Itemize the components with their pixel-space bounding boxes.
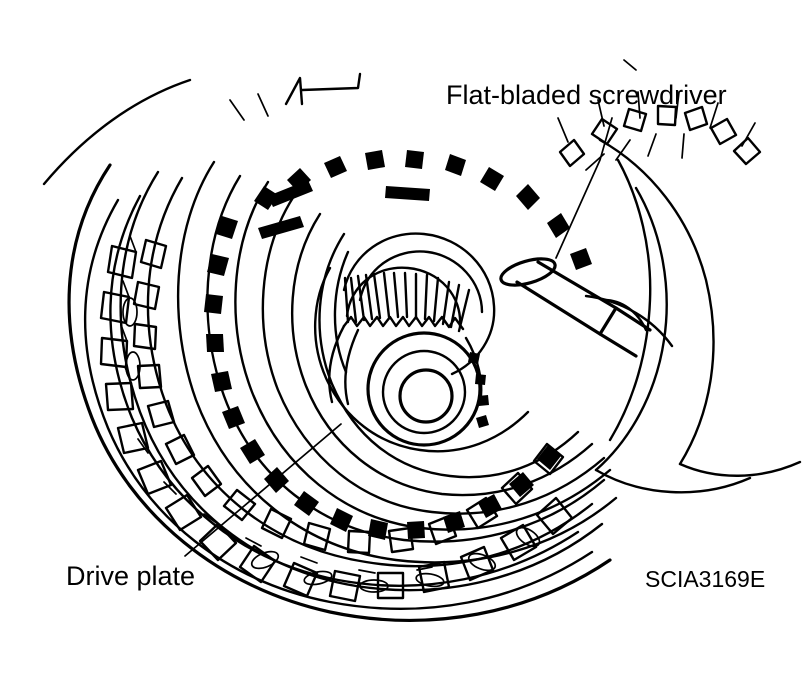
- housing-ledge: [584, 294, 674, 348]
- label-flat-bladed-screwdriver: Flat-bladed screwdriver: [446, 80, 727, 110]
- converter-housing-notched-ring: [176, 150, 618, 564]
- torque-converter-shell: [234, 180, 612, 531]
- outer-tangent-line: [42, 78, 192, 186]
- figure-reference-code: SCIA3169E: [645, 566, 766, 592]
- converter-ring-5: [313, 266, 530, 453]
- drive-plate-ring-gear: [67, 163, 612, 622]
- converter-ring-6: [333, 250, 350, 374]
- boss-bore-circle: [398, 368, 454, 424]
- converter-ring-4: [318, 232, 580, 479]
- ring-gear-outer-arc: [67, 163, 612, 622]
- boss-mid-circle: [381, 349, 467, 435]
- splined-hub: [328, 266, 489, 428]
- screwdriver-handle-left-edge: [608, 158, 652, 442]
- top-bracket-left: [284, 76, 304, 106]
- boss-outer-circle: [366, 331, 482, 447]
- ring-gear-inner-band: [109, 194, 580, 587]
- housing-hatch-lines: [557, 91, 756, 171]
- spline-skirt-left-2: [344, 328, 360, 406]
- third-ring-outer: [176, 160, 618, 564]
- screwdriver-shaft: [515, 260, 618, 336]
- top-bracket-right: [300, 72, 362, 92]
- housing-inner-curve: [594, 186, 668, 472]
- ring-gear-tooth-facets: [120, 235, 485, 574]
- screwdriver-blade-tip: [499, 257, 557, 287]
- top-tick-marks: [229, 93, 269, 121]
- screwdriver-leader-line: [555, 117, 613, 259]
- housing-notch-band: [558, 104, 762, 168]
- converter-ring-2: [261, 194, 606, 515]
- converter-ring-3: [290, 212, 594, 497]
- screwdriver-handle-neck: [602, 298, 648, 332]
- spline-skirt-left: [328, 324, 346, 404]
- housing-bottom-outer: [678, 460, 802, 477]
- stray-tick-mark: [623, 59, 637, 71]
- spline-hub-teeth: [343, 271, 471, 333]
- third-ring-notches: [204, 150, 592, 540]
- converter-dome: [342, 232, 496, 376]
- label-drive-plate: Drive plate: [66, 561, 196, 591]
- third-ring-inner: [206, 174, 606, 543]
- housing-bottom-edge: [594, 468, 752, 494]
- pilot-boss: [366, 331, 482, 447]
- leader-lines: [184, 117, 613, 557]
- top-edge-detail: [42, 59, 637, 186]
- converter-face-slots: [258, 180, 430, 239]
- screwdriver-shaft-extension: [598, 332, 638, 358]
- adjacent-housing: [557, 91, 802, 494]
- flat-bladed-screwdriver: [499, 158, 652, 442]
- secondary-toothed-ring: [119, 170, 604, 592]
- housing-outer-curve: [598, 138, 715, 466]
- spline-crest-zigzag: [342, 315, 465, 331]
- ring-gear-tooth-outline: [84, 198, 594, 610]
- converter-ring-1: [234, 180, 612, 531]
- second-ring-outer: [119, 170, 604, 592]
- drive-plate-leader-line: [184, 423, 342, 557]
